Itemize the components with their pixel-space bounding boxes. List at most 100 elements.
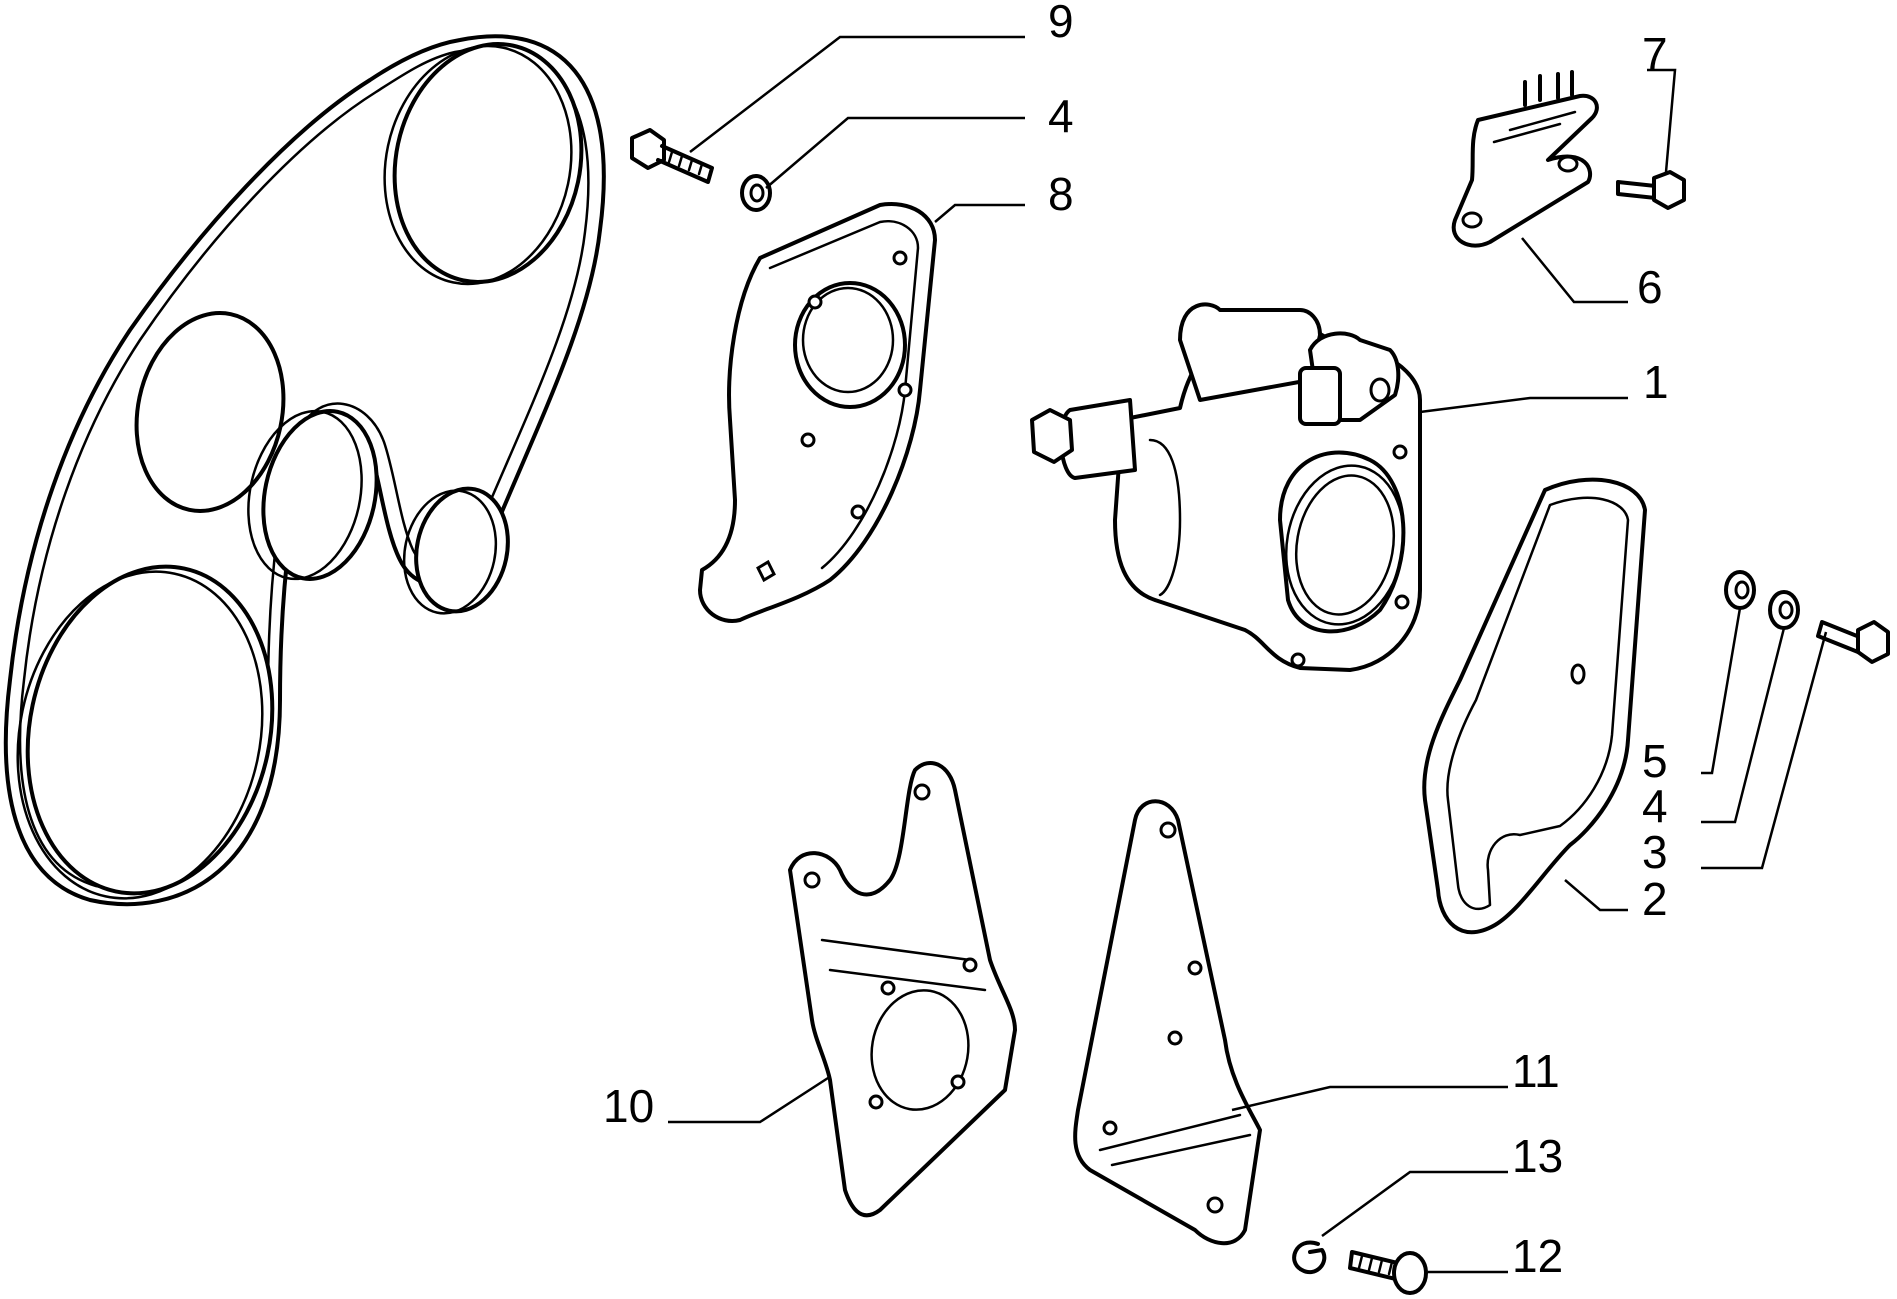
bracket-6-studs [1523, 70, 1574, 107]
plate-11-hole [1167, 1030, 1183, 1046]
upper-pulley [392, 42, 584, 284]
callout-4-upper: 4 [1048, 90, 1074, 142]
bolt-7-head [1652, 170, 1686, 210]
gasket-2-hole [1570, 663, 1586, 685]
callout-11: 11 [1512, 1045, 1560, 1097]
leader-10 [668, 1076, 829, 1124]
pump-body-contour [1148, 438, 1182, 597]
leader-8 [934, 203, 1025, 223]
crankshaft-pulley [25, 564, 275, 896]
plate-10-bend [820, 938, 987, 992]
plate-11-hole [1206, 1196, 1224, 1214]
plate-10-hole [950, 1074, 966, 1090]
plate-10-hole [880, 980, 896, 996]
bolt-12 [1348, 1250, 1428, 1295]
gasket-plate-8-hole [897, 382, 913, 398]
callout-4-lower: 4 [1642, 780, 1668, 832]
callout-13: 13 [1512, 1130, 1563, 1182]
pump-port-nut [1298, 366, 1342, 426]
clip-13-body [1292, 1240, 1327, 1274]
bolt-3-head [1856, 620, 1890, 664]
leader-6 [1521, 237, 1628, 304]
bracket-6-flange [1492, 110, 1577, 144]
washer-5-hole [1734, 580, 1750, 600]
leader-9 [689, 35, 1025, 153]
pump-flange-hole [1290, 652, 1306, 668]
callout-10: 10 [603, 1080, 654, 1132]
crankshaft-pulley-groove [16, 570, 264, 900]
bolt-9 [630, 128, 714, 184]
bolt-7 [1616, 170, 1686, 210]
leader-1 [1419, 396, 1628, 414]
plate-11-hole [1187, 960, 1203, 976]
gasket-plate-8-outline [698, 202, 937, 623]
leader-13 [1321, 1170, 1508, 1238]
callout-3: 3 [1642, 826, 1668, 878]
callout-2: 2 [1642, 873, 1668, 925]
drive-belt-assembly [3, 34, 606, 907]
plate-10 [788, 760, 1017, 1218]
gasket-plate-8-slot [756, 559, 776, 583]
leader-2 [1564, 879, 1628, 912]
washer-4-upper-hole [749, 183, 765, 203]
bolt-3 [1816, 620, 1890, 664]
bolt-12-thread [1357, 1254, 1394, 1276]
callout-6: 6 [1637, 261, 1663, 313]
pump-top-boss [1178, 302, 1322, 402]
pump-body-1 [1030, 302, 1422, 672]
plate-10-hole [803, 871, 821, 889]
callout-1: 1 [1643, 356, 1669, 408]
gasket-plate-8-hole [850, 504, 866, 520]
leader-3 [1701, 631, 1828, 870]
gasket-plate-8-hole [800, 432, 816, 448]
plate-10-hole [913, 783, 931, 801]
bracket-6-body [1451, 93, 1599, 248]
leader-4-upper [765, 116, 1025, 189]
bolt-9-head [630, 128, 666, 170]
plate-10-outline [788, 760, 1017, 1218]
bolt-7-shank [1616, 180, 1658, 200]
gasket-2-inner [1446, 496, 1630, 911]
pump-flange-hole [1394, 594, 1410, 610]
plate-11-hole [1159, 821, 1177, 839]
gasket-plate-8-bore [793, 281, 907, 409]
plate-11 [1073, 799, 1262, 1246]
pump-port-hole [1369, 377, 1391, 403]
bracket-6-hole [1557, 155, 1579, 173]
tensioner-pulley [414, 486, 510, 614]
gasket-2 [1422, 477, 1647, 935]
pump-shaft-nut [1030, 408, 1074, 464]
leader-7 [1647, 68, 1677, 173]
bolt-12-head [1392, 1251, 1428, 1295]
plate-10-hole [962, 957, 978, 973]
leader-11 [1231, 1085, 1508, 1112]
bolt-9-thread [667, 150, 704, 176]
leader-lines [668, 35, 1828, 1274]
callout-7: 7 [1642, 28, 1668, 80]
plate-10-bore [870, 989, 970, 1111]
gasket-plate-8-rim [768, 219, 920, 570]
callout-12: 12 [1512, 1230, 1563, 1282]
tensioner-pulley-groove [402, 489, 498, 615]
washer-4-lower [1768, 590, 1800, 630]
pump-flange-bore-inner [1294, 474, 1396, 616]
washer-4-upper [740, 174, 772, 212]
upper-pulley-groove [383, 44, 573, 286]
bracket-6 [1451, 70, 1599, 248]
callout-9: 9 [1048, 0, 1074, 47]
plate-11-bend [1098, 1113, 1252, 1167]
gasket-plate-8-hole [892, 250, 908, 266]
plate-11-outline [1073, 799, 1262, 1246]
gasket-plate-8-hole [807, 294, 823, 310]
pump-flange-hole [1392, 444, 1408, 460]
callout-5: 5 [1642, 735, 1668, 787]
gasket-2-outer [1422, 477, 1647, 935]
bolt-9-shank [656, 144, 714, 184]
washer-4-lower-hole [1778, 600, 1794, 620]
callout-8: 8 [1048, 168, 1074, 220]
center-idler-groove [247, 409, 363, 581]
leader-4-lower [1701, 627, 1786, 824]
gasket-plate-8-bore-inner [801, 286, 895, 394]
